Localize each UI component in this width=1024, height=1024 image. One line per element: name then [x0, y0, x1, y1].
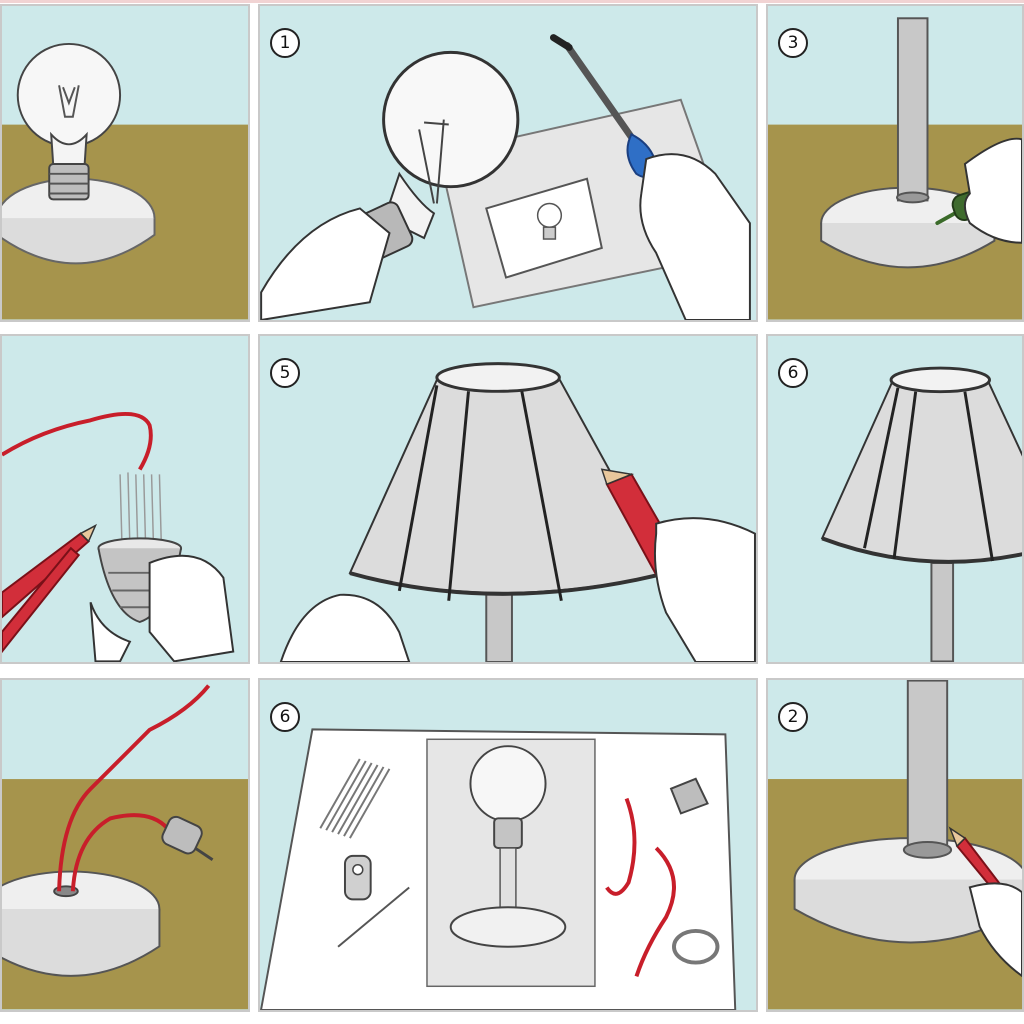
panel-parts-layout: 6	[258, 678, 758, 1012]
wire-and-socket-illustration	[2, 411, 235, 662]
step-badge: 2	[778, 702, 808, 732]
step-badge: 6	[270, 702, 300, 732]
step-badge: 3	[778, 28, 808, 58]
panel-wire-through-base	[0, 678, 250, 1012]
panel-bulb-on-base	[0, 4, 250, 322]
rod-marking-illustration	[768, 680, 1022, 1010]
step-badge: 5	[270, 358, 300, 388]
bulb-and-scissors-illustration	[260, 34, 751, 320]
parts-layout-illustration	[260, 728, 737, 1010]
bulb-on-base-illustration	[2, 42, 248, 320]
top-accent-line	[0, 0, 1024, 3]
step-badge: 6	[778, 358, 808, 388]
lampshade-marking-illustration	[279, 362, 756, 662]
step-badge: 1	[270, 28, 300, 58]
wire-through-base-illustration	[2, 684, 248, 1010]
rod-and-glue-illustration	[768, 17, 1022, 320]
lampshade-mounted-illustration	[820, 366, 1022, 662]
panel-wire-and-socket	[0, 334, 250, 664]
panel-rod-and-glue: 3	[766, 4, 1024, 322]
panel-lampshade-marking: 5	[258, 334, 758, 664]
panel-bulb-and-scissors: 1	[258, 4, 758, 322]
panel-lampshade-mounted: 6	[766, 334, 1024, 664]
panel-rod-marking: 2	[766, 678, 1024, 1012]
